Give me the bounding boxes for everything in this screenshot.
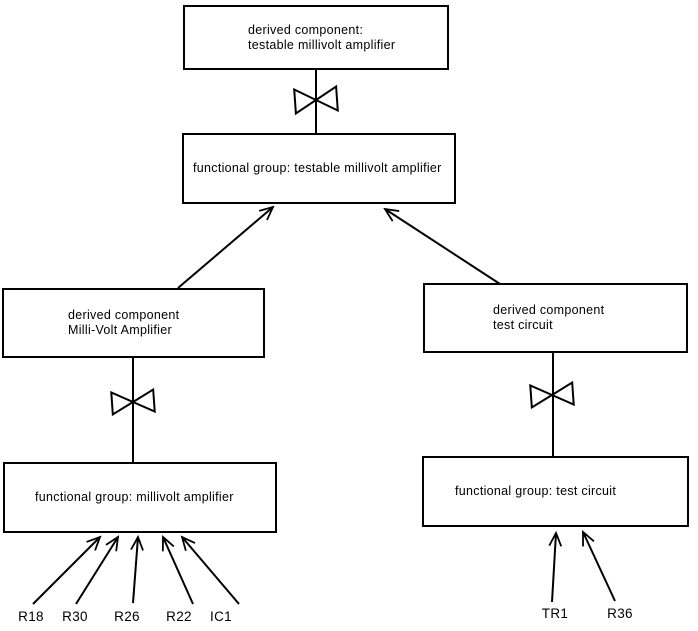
node-functional-group-testable-millivolt-amplifier: functional group: testable millivolt amp… — [182, 133, 456, 204]
arrow-ic1 — [182, 537, 240, 605]
arrow-r26 — [133, 537, 138, 604]
node-label-line2: test circuit — [493, 318, 553, 332]
node-label-line2: testable millivolt amplifier — [248, 37, 396, 52]
leaf-label-tr1: TR1 — [541, 606, 569, 621]
connector-right-decomposition — [529, 353, 575, 456]
node-label-line1: functional group: test circuit — [455, 484, 617, 498]
node-functional-group-millivolt-amplifier: functional group: millivolt amplifier — [3, 462, 277, 533]
node-label-line1: derived component — [68, 308, 180, 322]
arrow-r18 — [32, 537, 100, 605]
node-derived-test-circuit: derived component test circuit — [423, 283, 688, 353]
leaf-label-r22: R22 — [166, 609, 192, 624]
node-derived-milli-volt-amplifier: derived component Milli-Volt Amplifier — [2, 288, 265, 358]
arrow-r22 — [163, 537, 194, 605]
arrow-r30 — [75, 537, 118, 605]
node-functional-group-test-circuit: functional group: test circuit — [422, 456, 689, 527]
node-derived-testable-millivolt-amplifier: derived component: testable millivolt am… — [183, 5, 449, 70]
bowtie-symbol-right — [529, 380, 575, 410]
bowtie-symbol-top — [293, 84, 339, 116]
arrow-r36 — [582, 532, 616, 602]
connector-left-decomposition — [110, 358, 156, 462]
leaf-label-r36: R36 — [607, 606, 633, 621]
node-label-line1: derived component — [493, 303, 605, 317]
leaf-label-r30: R30 — [62, 609, 88, 624]
leaf-label-r18: R18 — [18, 609, 44, 624]
connector-top-decomposition — [293, 70, 339, 133]
node-label-line1: functional group: testable millivolt amp… — [193, 161, 442, 175]
node-label-line2: Milli-Volt Amplifier — [68, 323, 172, 337]
leaf-label-ic1: IC1 — [210, 609, 232, 624]
arrow-derived-test-to-fg-testable — [385, 209, 501, 285]
bowtie-symbol-left — [110, 387, 156, 417]
arrow-derived-mv-to-fg-testable — [177, 207, 273, 289]
leaf-label-r26: R26 — [114, 609, 140, 624]
arrow-tr1 — [552, 533, 556, 603]
node-label-line1: derived component: — [248, 22, 364, 37]
node-label-line1: functional group: millivolt amplifier — [35, 490, 234, 504]
